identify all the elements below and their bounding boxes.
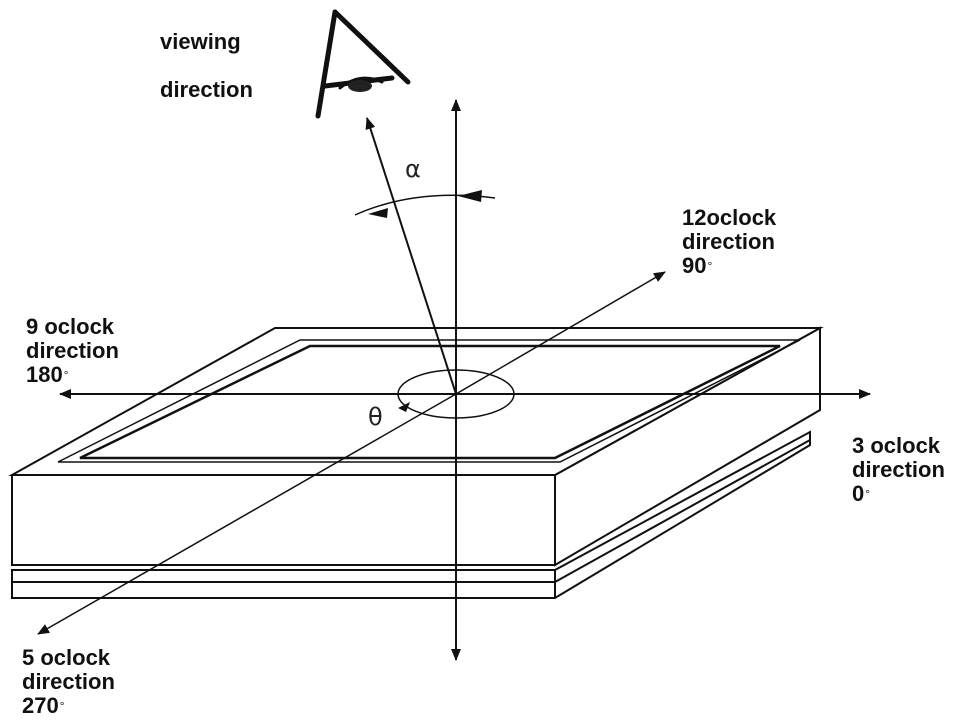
five-unit: ° (59, 699, 65, 713)
five-oclock-label: 5 oclock direction 270° (22, 646, 115, 718)
bottom-plate (11, 430, 811, 599)
three-line2: direction (852, 457, 945, 482)
eye-icon (315, 9, 411, 119)
nine-oclock-label: 9 oclock direction 180° (26, 315, 119, 387)
alpha-arrow-left (368, 208, 388, 218)
diagonal-axis-down (37, 393, 457, 635)
five-value-row: 270° (22, 694, 115, 718)
three-unit: ° (865, 487, 871, 501)
five-line1: 5 oclock (22, 645, 111, 670)
twelve-oclock-label: 12oclock direction 90° (682, 206, 776, 278)
panel-bezel (57, 339, 801, 463)
three-value: 0 (852, 481, 865, 506)
lcd-panel (8, 326, 824, 567)
theta-symbol: θ (368, 403, 383, 431)
three-line1: 3 oclock (852, 433, 941, 458)
viewing-label-line1: viewing (160, 29, 241, 54)
panel-active-area (79, 344, 781, 460)
nine-value: 180 (26, 362, 63, 387)
diagonal-axis-up (455, 271, 666, 395)
viewing-direction-label: viewing direction (160, 30, 253, 102)
alpha-symbol: α (405, 155, 421, 183)
twelve-value: 90 (682, 253, 707, 278)
nine-line1: 9 oclock (26, 314, 115, 339)
alpha-arrow-right (458, 190, 482, 202)
five-line2: direction (22, 669, 115, 694)
panel-front-face (11, 474, 556, 566)
twelve-value-row: 90° (682, 254, 776, 278)
twelve-line2: direction (682, 229, 775, 254)
nine-line2: direction (26, 338, 119, 363)
three-oclock-label: 3 oclock direction 0° (852, 434, 945, 506)
viewing-label-line2: direction (160, 77, 253, 102)
viewing-line (365, 117, 457, 395)
three-value-row: 0° (852, 482, 945, 506)
nine-unit: ° (63, 368, 69, 382)
five-value: 270 (22, 693, 59, 718)
panel-top-face (8, 327, 824, 476)
twelve-line1: 12oclock (682, 205, 777, 230)
twelve-unit: ° (707, 259, 713, 273)
nine-value-row: 180° (26, 363, 119, 387)
theta-arrow (398, 402, 410, 412)
